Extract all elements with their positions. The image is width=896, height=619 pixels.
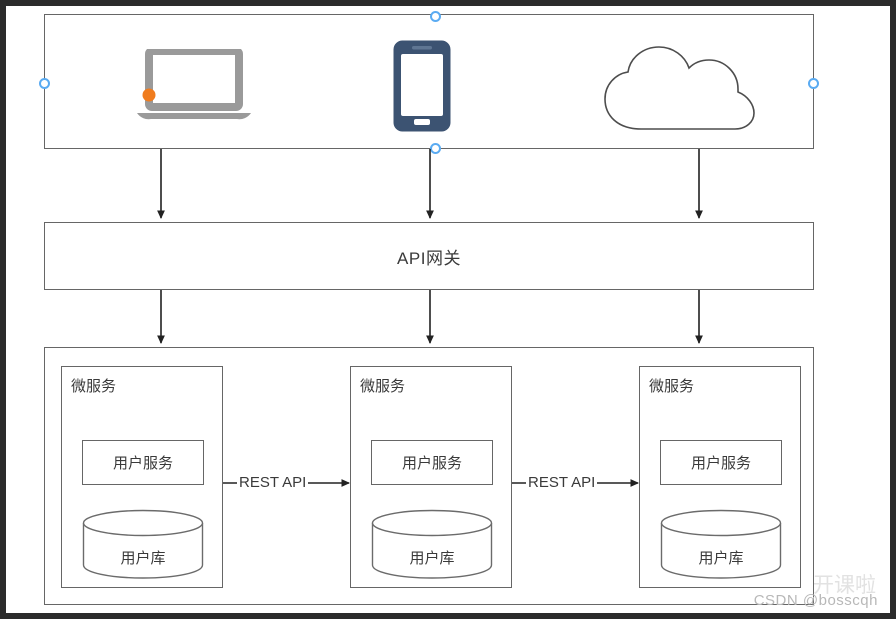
microservice-card[interactable]: 微服务 用户服务 用户库 [350, 366, 512, 588]
user-service-box[interactable]: 用户服务 [371, 440, 493, 485]
diagram-canvas: API网关 微服务 用户服务 [6, 6, 890, 613]
microservices-container[interactable]: 微服务 用户服务 用户库 微服务 用户服务 [44, 347, 814, 605]
user-database-cylinder[interactable]: 用户库 [82, 509, 204, 579]
watermark-text: CSDN @bosscqh [753, 592, 878, 609]
user-database-cylinder[interactable]: 用户库 [660, 509, 782, 579]
microservice-title: 微服务 [71, 378, 117, 395]
watermark-overlay-text: 开课啦 [813, 574, 876, 597]
microservice-title: 微服务 [360, 378, 406, 395]
rest-api-label: REST API [237, 474, 309, 491]
cloud-icon [599, 41, 759, 133]
clients-container[interactable] [44, 14, 814, 149]
selection-handle-bottom[interactable] [430, 143, 441, 154]
laptop-icon [131, 49, 257, 121]
user-database-cylinder[interactable]: 用户库 [371, 509, 493, 579]
arrows-gateway-to-services [6, 6, 890, 351]
microservice-card[interactable]: 微服务 用户服务 用户库 [61, 366, 223, 588]
user-service-box[interactable]: 用户服务 [82, 440, 204, 485]
mobile-phone-icon [393, 40, 451, 132]
user-service-box[interactable]: 用户服务 [660, 440, 782, 485]
arrows-clients-to-gateway [6, 6, 890, 266]
selection-handle-top[interactable] [430, 11, 441, 22]
microservice-title: 微服务 [649, 378, 695, 395]
microservice-card[interactable]: 微服务 用户服务 用户库 [639, 366, 801, 588]
selection-handle-right[interactable] [808, 78, 819, 89]
selection-handle-left[interactable] [39, 78, 50, 89]
api-gateway-box[interactable]: API网关 [44, 222, 814, 290]
rest-api-label: REST API [526, 474, 598, 491]
api-gateway-label: API网关 [397, 248, 461, 268]
